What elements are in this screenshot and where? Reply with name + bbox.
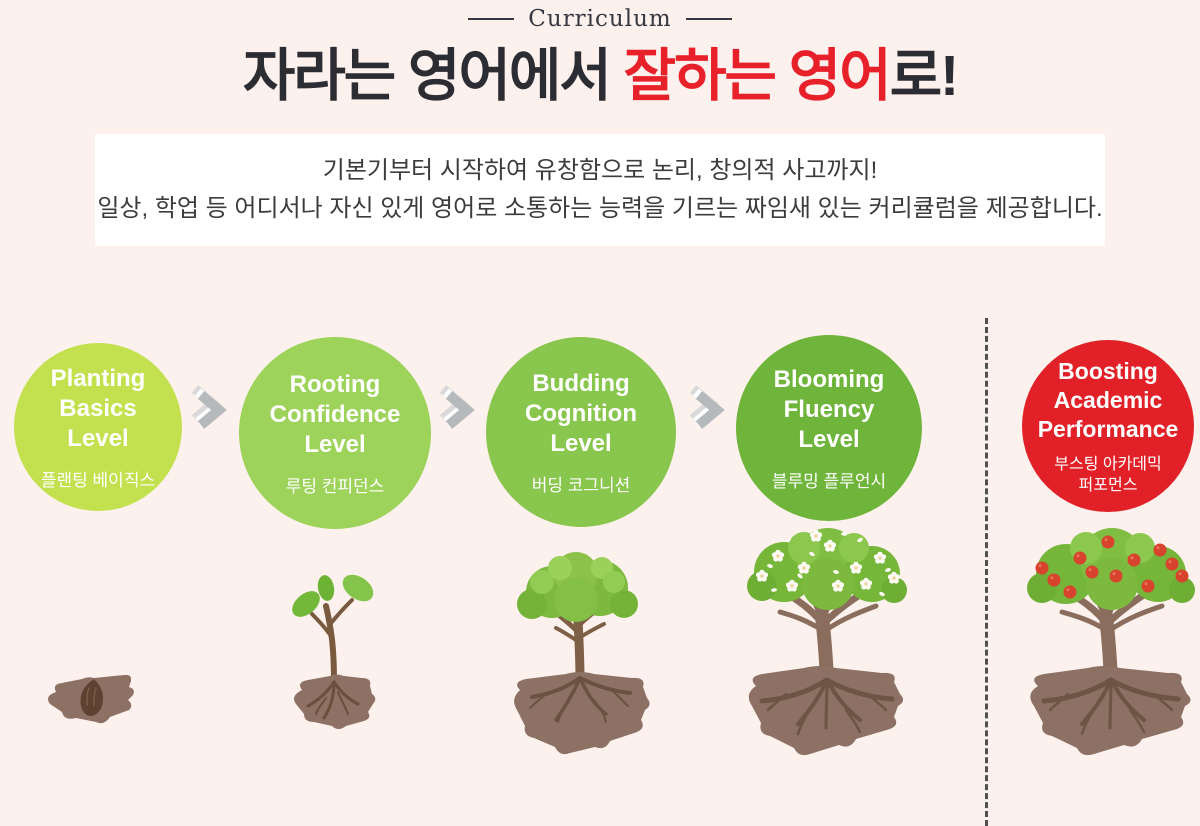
stage-ko-label: 부스팅 아카데믹 퍼포먼스	[1054, 454, 1162, 496]
stage-en-line: Cognition	[525, 399, 637, 427]
stage-en-line: Level	[550, 429, 612, 457]
stage-circle-rooting-confidence: Rooting Confidence Level 루팅 컨피던스	[239, 337, 431, 529]
stage-en-line: Budding	[532, 369, 630, 397]
intro-line-1: 기본기부터 시작하여 유창함으로 논리, 창의적 사고까지!	[322, 157, 878, 184]
young-tree-with-roots-illustration	[514, 552, 650, 755]
stage-en-line: Rooting	[289, 370, 381, 398]
stage-circle-budding-cognition: Budding Cognition Level 버딩 코그니션	[486, 337, 676, 527]
stage-ko-label: 루팅 컨피던스	[285, 476, 385, 496]
stage-en-line: Boosting	[1058, 357, 1158, 384]
next-stage-chevron-icon	[689, 385, 725, 429]
stage-en-label: Budding Cognition Level	[525, 369, 637, 459]
stage-en-line: Confidence	[269, 400, 401, 428]
stage-en-line: Level	[67, 424, 129, 452]
stage-en-line: Performance	[1037, 415, 1179, 442]
stage-ko-label: 블루밍 플루언시	[771, 471, 887, 491]
eyebrow-left-dash	[468, 18, 515, 20]
title-highlight: 잘하는 영어	[623, 44, 892, 108]
title-text-pre: 자라는 영어에서	[242, 44, 624, 108]
next-stage-chevron-icon	[439, 385, 475, 429]
blossoming-tree-with-roots-illustration	[747, 528, 907, 756]
eyebrow-right-dash	[685, 18, 732, 20]
stage-en-label: Boosting Academic Performance	[1038, 357, 1179, 444]
stage-en-line: Fluency	[783, 395, 875, 423]
stage-en-line: Level	[798, 425, 860, 453]
stage-circle-blooming-fluency: Blooming Fluency Level 블루밍 플루언시	[736, 335, 922, 521]
stage-ko-line: 퍼포먼스	[1078, 476, 1138, 494]
curriculum-eyebrow: Curriculum	[0, 6, 1200, 32]
seed-in-soil-illustration	[48, 674, 134, 724]
stage-en-label: Planting Basics Level	[51, 364, 146, 454]
stage-en-line: Academic	[1053, 386, 1163, 413]
apple-tree-with-roots-illustration	[1027, 528, 1195, 756]
stage-en-label: Rooting Confidence Level	[270, 370, 401, 460]
eyebrow-label: Curriculum	[528, 6, 672, 32]
stage-ko-line: 부스팅 아카데믹	[1054, 455, 1162, 473]
stage-en-line: Planting	[50, 364, 146, 392]
intro-box: 기본기부터 시작하여 유창함으로 논리, 창의적 사고까지! 일상, 학업 등 …	[95, 134, 1105, 246]
page-title: 자라는 영어에서 잘하는 영어로!	[0, 44, 1200, 108]
stage-circle-planting-basics: Planting Basics Level 플랜팅 베이직스	[14, 343, 182, 511]
intro-line-2: 일상, 학업 등 어디서나 자신 있게 영어로 소통하는 능력을 기르는 짜임새…	[97, 195, 1103, 222]
stage-en-label: Blooming Fluency Level	[774, 365, 885, 455]
title-text-post: 로!	[889, 44, 959, 108]
stage-ko-label: 플랜팅 베이직스	[40, 470, 156, 490]
next-stage-chevron-icon	[191, 385, 227, 429]
stage-en-line: Basics	[59, 394, 137, 422]
final-stage-dashed-divider	[985, 318, 988, 826]
sprout-with-roots-illustration	[292, 574, 376, 729]
stage-ko-label: 버딩 코그니션	[531, 475, 631, 495]
stage-circle-boosting-academic: Boosting Academic Performance 부스팅 아카데믹 퍼…	[1022, 340, 1194, 512]
stage-en-line: Level	[304, 430, 366, 458]
stage-en-line: Blooming	[773, 365, 885, 393]
